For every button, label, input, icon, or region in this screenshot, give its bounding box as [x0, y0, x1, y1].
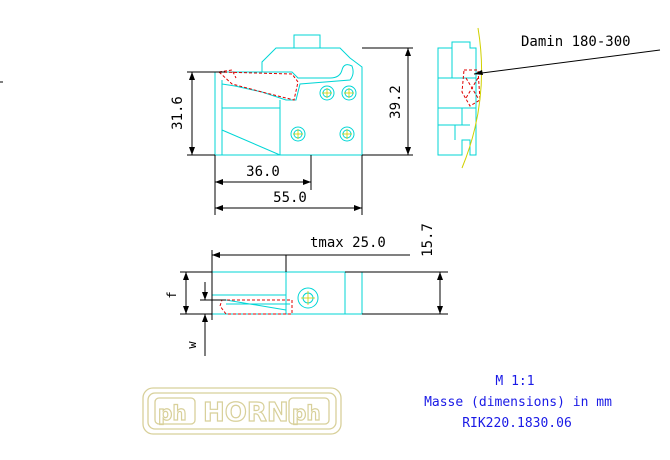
- front-clamp-jaw: [221, 64, 354, 101]
- height-right-label: 39.2: [388, 85, 404, 119]
- w-label: w: [185, 341, 199, 349]
- plan-body-outline: [212, 271, 363, 315]
- logo-mark-right: ph: [288, 397, 330, 426]
- front-insert-dashed: [217, 71, 299, 101]
- dim-w: w: [185, 282, 226, 356]
- width-total-label: 55.0: [273, 190, 307, 206]
- logo-mark-left: ph: [154, 397, 196, 426]
- workpiece-arc: [461, 27, 483, 169]
- dim-tmax: tmax 25.0: [211, 235, 410, 320]
- dim-width-inner: 36.0: [214, 155, 312, 215]
- units-note: Masse (dimensions) in mm: [424, 395, 612, 410]
- svg-text:ph: ph: [158, 401, 187, 425]
- plan-insert-dashed: [219, 299, 293, 315]
- side-body-outline: [437, 41, 477, 156]
- tmax-label: tmax 25.0: [310, 235, 386, 251]
- dim-width-total: 55.0: [215, 155, 363, 215]
- damin-annotation: Damin 180-300: [473, 34, 661, 75]
- part-number: RIK220.1830.06: [462, 416, 572, 431]
- front-screw-holes: [290, 85, 357, 142]
- notes-block: M 1:1 Masse (dimensions) in mm RIK220.18…: [424, 374, 612, 431]
- front-view: [214, 34, 363, 156]
- front-insert-tip: [218, 69, 237, 79]
- horn-logo: ph HORN ph: [142, 387, 342, 435]
- height-left-label: 31.6: [170, 96, 186, 130]
- dim-height-right: 39.2: [362, 47, 413, 156]
- front-top-tab: [293, 34, 321, 48]
- svg-text:ph: ph: [292, 401, 321, 425]
- side-view: [437, 27, 483, 169]
- plan-view: [212, 271, 363, 315]
- dim-f: f: [165, 271, 212, 315]
- height-side-label: 15.7: [420, 223, 436, 257]
- logo-wordmark: HORN: [203, 398, 289, 428]
- front-body-outline: [214, 47, 363, 156]
- plan-screw-outer: [297, 287, 319, 309]
- dim-height-side: 15.7: [345, 223, 448, 315]
- scale-note: M 1:1: [495, 374, 534, 389]
- front-inner-line-4: [221, 129, 281, 156]
- f-label: f: [165, 291, 179, 298]
- width-inner-label: 36.0: [246, 164, 280, 180]
- damin-label: Damin 180-300: [521, 34, 631, 50]
- dim-height-left: 31.6: [170, 71, 225, 156]
- side-insert-dashed: [461, 69, 481, 107]
